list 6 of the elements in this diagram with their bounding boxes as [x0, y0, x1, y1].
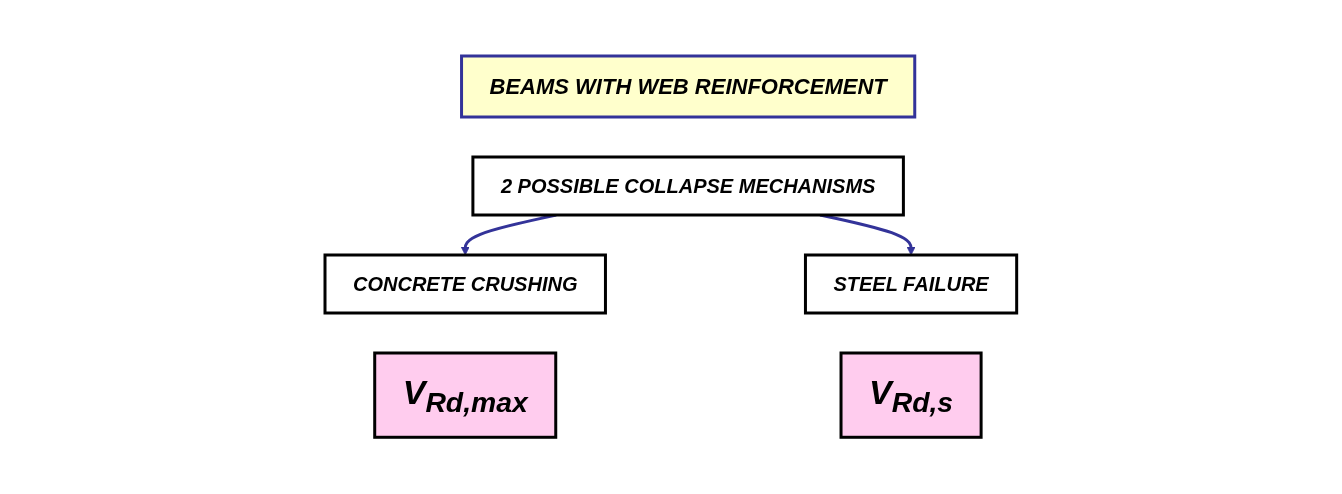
node-box: V$_{Rd,max}$ [373, 351, 558, 440]
node-box: V$_{Rd,s}$ [839, 351, 983, 440]
node-box: CONCRETE CRUSHING [323, 253, 608, 315]
node-box: 2 POSSIBLE COLLAPSE MECHANISMS [471, 155, 906, 217]
node-box: BEAMS WITH WEB REINFORCEMENT [460, 54, 917, 119]
node-box: STEEL FAILURE [804, 253, 1019, 315]
